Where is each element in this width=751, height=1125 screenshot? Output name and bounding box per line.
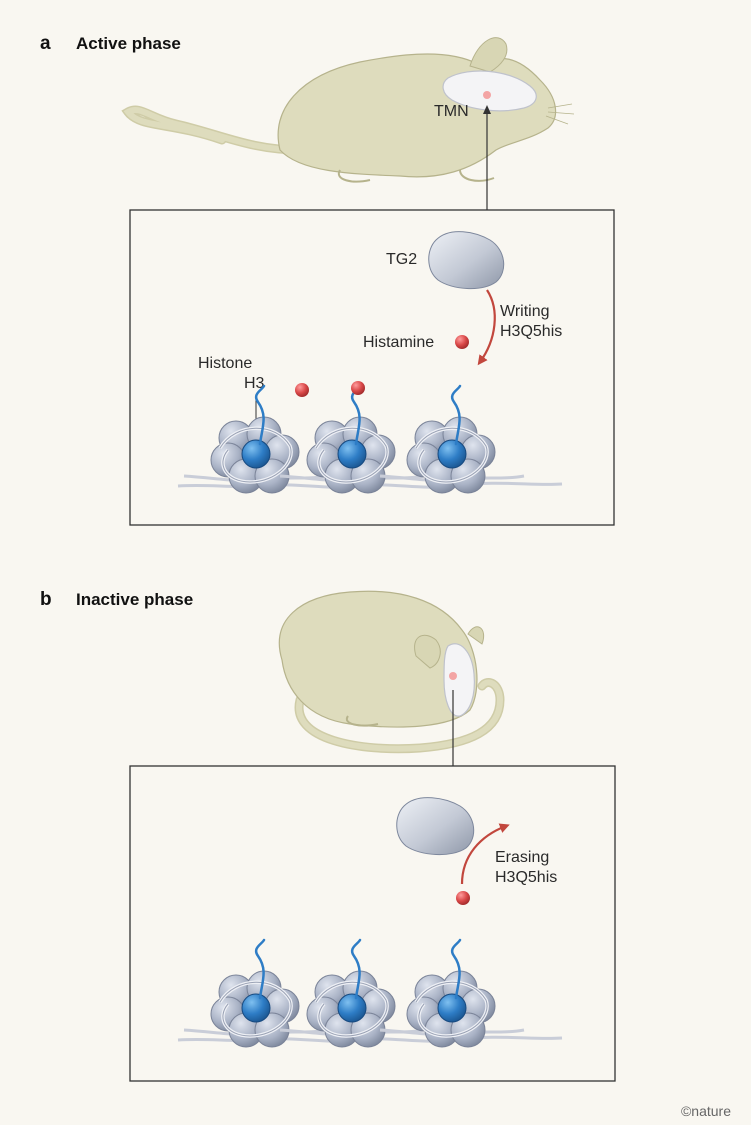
tg2-label: TG2 <box>386 251 417 268</box>
erasing-label-line1: Erasing <box>495 849 549 866</box>
histamine-free <box>456 891 470 905</box>
histamine-bound-2 <box>351 381 365 395</box>
panel-a-title: Active phase <box>76 34 181 53</box>
histone-label-line1: Histone <box>198 355 252 372</box>
tg2-enzyme-icon <box>428 231 505 290</box>
writing-label-line2: H3Q5his <box>500 323 562 340</box>
erasing-label-line2: H3Q5his <box>495 869 557 886</box>
histone-label-line2: H3 <box>244 375 265 392</box>
panel-b-title: Inactive phase <box>76 590 194 609</box>
tg2-enzyme-icon-b <box>396 797 475 856</box>
histamine-molecule <box>455 335 469 349</box>
panel-b-letter: b <box>40 589 52 610</box>
tmn-dot-b <box>449 672 457 680</box>
erasing-arrow <box>460 823 510 885</box>
histamine-label: Histamine <box>363 334 434 351</box>
tmn-label: TMN <box>434 103 469 120</box>
histamine-bound-1 <box>295 383 309 397</box>
rat-active <box>121 37 575 183</box>
writing-arrow <box>477 289 496 366</box>
rat-inactive <box>278 590 505 754</box>
panel-a-letter: a <box>40 33 51 54</box>
nature-credit: ©nature <box>680 1103 731 1119</box>
brain-icon <box>442 70 537 112</box>
tmn-dot <box>483 91 491 99</box>
brain-icon-b <box>443 643 475 717</box>
writing-label-line1: Writing <box>500 303 550 320</box>
